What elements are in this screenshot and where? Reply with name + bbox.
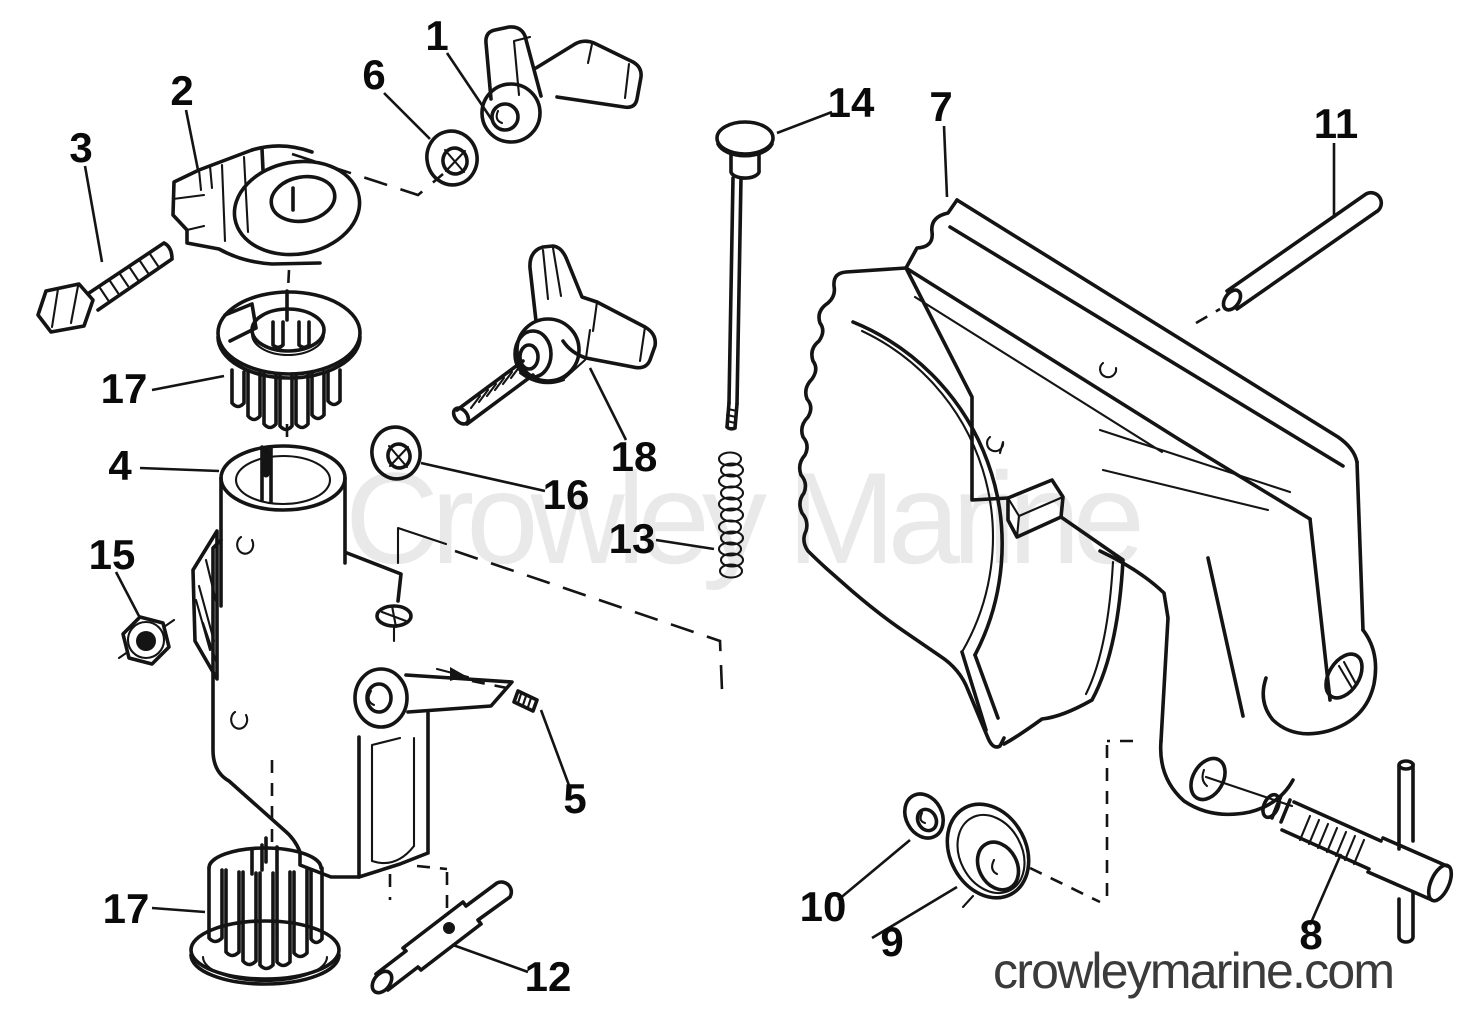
assembly-dashed-lines	[270, 152, 1221, 914]
callout-leader-3	[83, 165, 104, 263]
callout-17-upper[interactable]: 17	[101, 365, 148, 412]
callout-leader-18	[588, 367, 628, 441]
watermark-text: Crowley Marine	[345, 445, 1145, 591]
callout-8[interactable]: 8	[1299, 911, 1322, 958]
part-4-swivel-tube	[219, 444, 347, 608]
callout-leader-6	[383, 92, 431, 140]
swivel-bracket-body	[191, 529, 514, 879]
part-5-set-screw	[512, 689, 539, 713]
callout-leader-17-lower	[151, 906, 206, 914]
callout-14[interactable]: 14	[828, 79, 875, 126]
callout-leader-14	[776, 110, 833, 135]
part-9-washer	[945, 802, 1031, 909]
part-1-wing-nut	[480, 25, 643, 144]
part-15-hex-nut	[117, 615, 176, 666]
callout-leader-1	[445, 52, 498, 127]
callout-leader-13	[655, 538, 715, 551]
callout-17-lower[interactable]: 17	[103, 885, 150, 932]
callout-3[interactable]: 3	[69, 124, 92, 171]
part-16-washer	[370, 425, 422, 481]
callout-2[interactable]: 2	[170, 67, 193, 114]
part-11-pin	[1221, 190, 1384, 312]
part-17-lower-bushing	[189, 836, 341, 986]
callout-16[interactable]: 16	[543, 471, 590, 518]
site-watermark-url: crowleymarine.com	[993, 943, 1395, 999]
part-12-pin	[370, 880, 514, 995]
callout-leader-17-upper	[151, 374, 225, 392]
part-2-clamp	[171, 144, 362, 266]
callout-leader-10	[837, 839, 911, 901]
part-7-clamp-bracket	[797, 198, 1378, 817]
part-10-washer	[902, 792, 946, 840]
callout-leader-2	[184, 109, 200, 171]
callout-5[interactable]: 5	[563, 775, 586, 822]
callout-leader-15	[114, 571, 142, 619]
part-18-wing-screw	[451, 244, 658, 426]
callout-leader-4	[139, 466, 220, 473]
callout-leader-16	[420, 461, 546, 493]
callout-leader-7	[942, 125, 949, 198]
part-13-spring	[717, 451, 745, 579]
part-17-upper-bushing	[216, 289, 362, 432]
callout-4[interactable]: 4	[108, 442, 132, 489]
part-14-rod	[715, 120, 775, 431]
part-3-bolt	[36, 241, 174, 334]
callout-11[interactable]: 11	[1314, 100, 1358, 147]
callout-9[interactable]: 9	[880, 918, 903, 965]
callout-10[interactable]: 10	[800, 883, 847, 930]
callout-6[interactable]: 6	[362, 51, 385, 98]
part-8-clamp-screw	[1261, 759, 1454, 944]
callout-12[interactable]: 12	[525, 953, 572, 1000]
callout-13[interactable]: 13	[609, 515, 656, 562]
callout-18[interactable]: 18	[611, 433, 658, 480]
part-6-washer	[425, 129, 479, 187]
callout-leader-5	[539, 709, 572, 789]
callout-7[interactable]: 7	[929, 83, 952, 130]
callout-15[interactable]: 15	[89, 531, 136, 578]
callout-leader-8	[1308, 853, 1343, 926]
callout-leader-9	[871, 885, 958, 940]
callout-1[interactable]: 1	[425, 12, 448, 59]
callout-leader-12	[452, 943, 529, 974]
